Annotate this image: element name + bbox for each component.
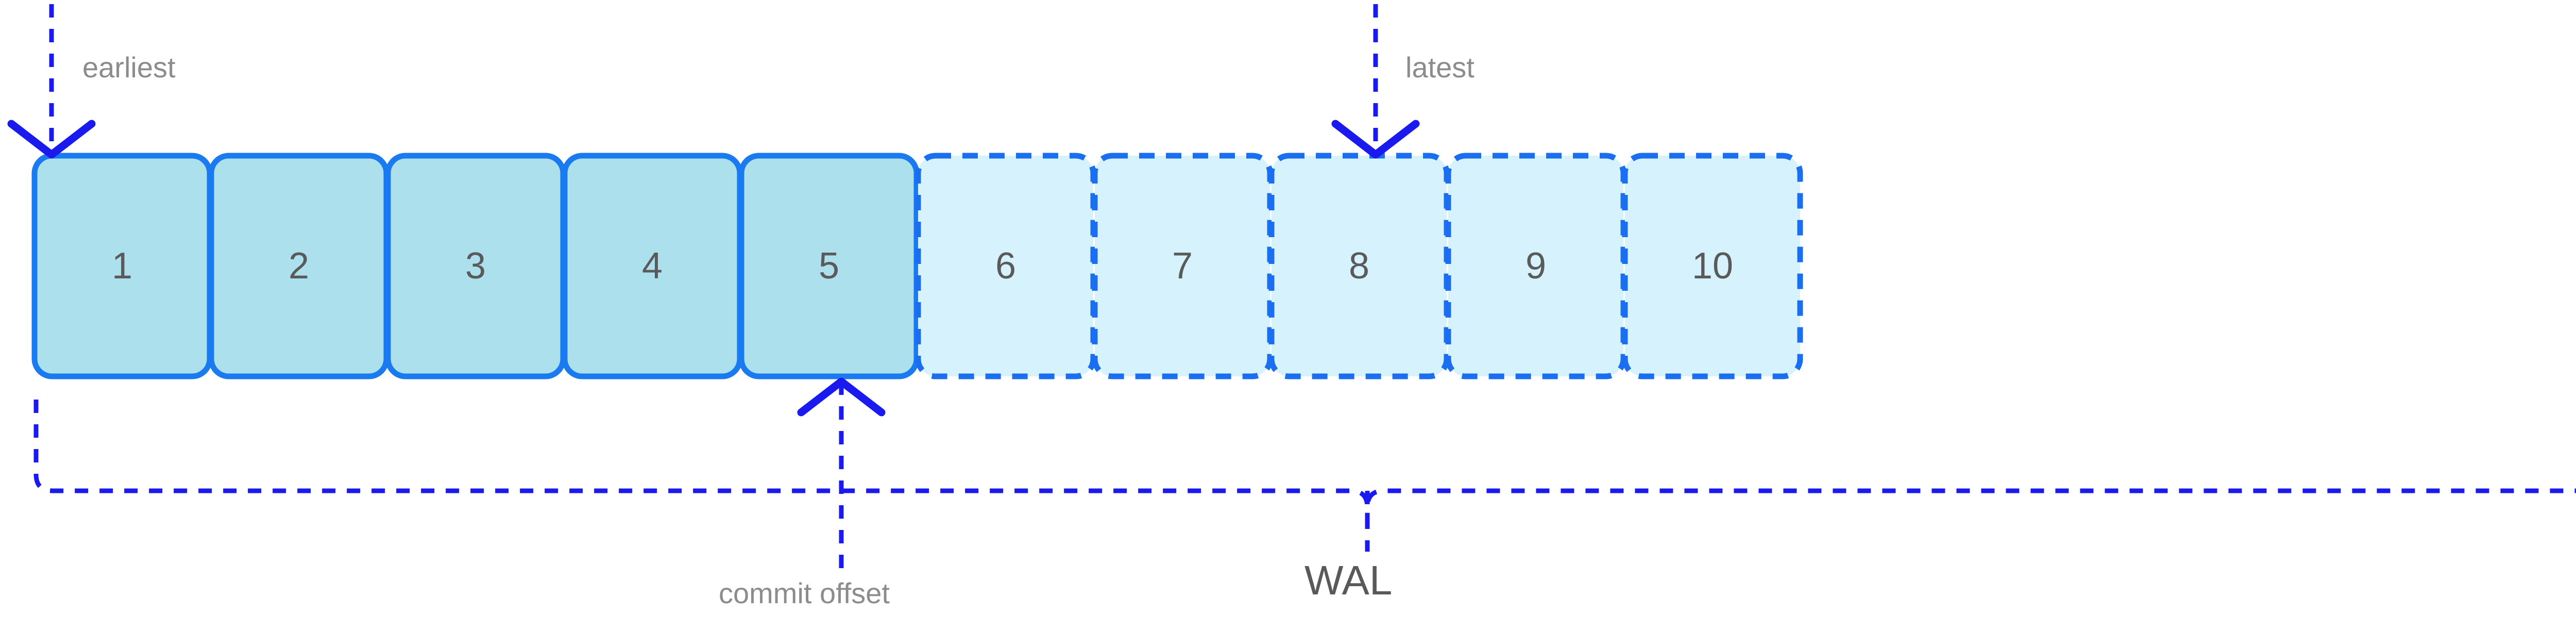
earliest-label: earliest — [82, 51, 176, 84]
segment-box-7[interactable] — [1092, 153, 1273, 379]
uncommitted-segments-group — [915, 153, 1803, 379]
segment-box-1[interactable] — [31, 153, 213, 379]
wal-brace-line — [33, 400, 2576, 521]
wal-label: WAL — [1304, 557, 1393, 603]
segment-box-4[interactable] — [562, 153, 743, 379]
segment-box-5[interactable] — [738, 153, 920, 379]
commit-offset-pointer-group — [797, 377, 886, 572]
wal-brace-group — [33, 400, 2576, 552]
latest-pointer-group — [1331, 4, 1420, 159]
segment-box-6[interactable] — [915, 153, 1096, 379]
committed-segments-group — [31, 153, 920, 379]
earliest-pointer-group — [7, 4, 96, 159]
commit-offset-label: commit offset — [719, 577, 890, 609]
earliest-arrowhead-icon — [7, 120, 96, 159]
latest-label: latest — [1405, 51, 1475, 84]
segment-box-9[interactable] — [1445, 153, 1626, 379]
segment-box-10[interactable] — [1622, 153, 1803, 379]
segment-box-2[interactable] — [208, 153, 389, 379]
segment-box-8[interactable] — [1268, 153, 1450, 379]
latest-arrowhead-icon — [1331, 120, 1420, 159]
commit-offset-arrowhead-icon — [797, 377, 886, 417]
segment-box-3[interactable] — [385, 153, 566, 379]
